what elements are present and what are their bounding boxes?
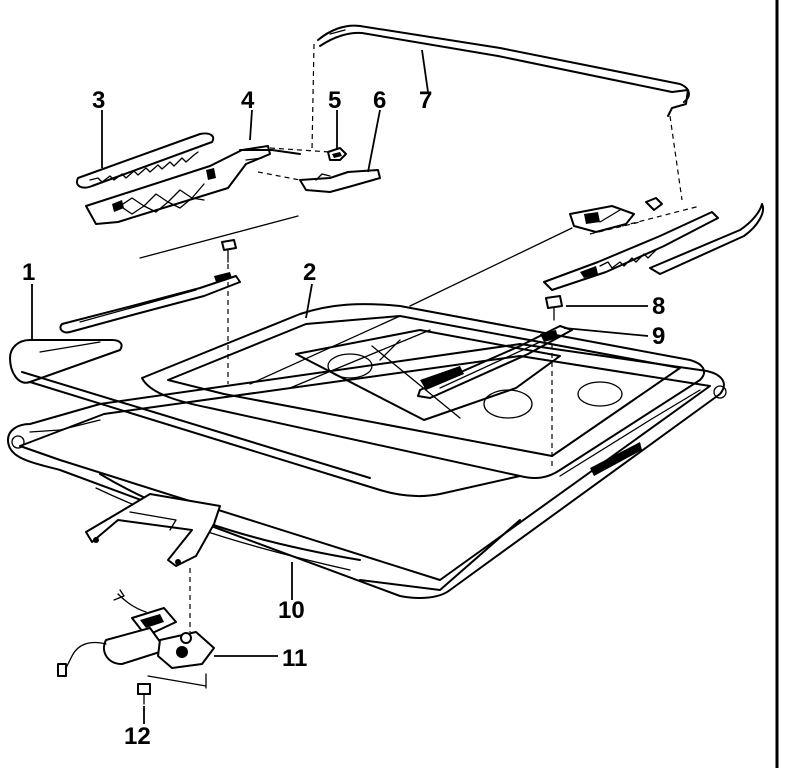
part-9-right-rail [417,325,573,470]
left-slide-rail [59,272,241,334]
right-cable-line [409,227,573,307]
part-8-screw [545,295,563,321]
callout-12: 12 [124,723,151,750]
part-4-left-carriage [85,145,301,225]
part-3-left-guide [76,132,215,189]
left-rail-screw [221,239,237,384]
left-cable-line [139,215,299,259]
part-7-front-rail [311,24,690,201]
callout-3: 3 [92,87,105,114]
callout-labels: 1 2 3 4 5 6 7 8 9 10 11 12 [22,87,665,750]
right-guide-assembly [543,197,764,291]
callout-8: 8 [652,293,665,320]
part-12-bolt [137,683,151,705]
callout-1: 1 [22,259,35,286]
part-11-drive-motor [57,589,215,689]
part-1-seal-frame [9,339,521,498]
callout-5: 5 [328,87,341,114]
leader-lines [31,49,649,724]
callout-10: 10 [278,597,305,624]
part-10-roof-housing [7,343,727,599]
part-5-nut [327,147,347,161]
callout-2: 2 [303,259,316,286]
callout-4: 4 [241,87,255,114]
callout-9: 9 [652,323,665,350]
callout-11: 11 [282,645,307,672]
callout-6: 6 [373,87,386,114]
part-6-bracket [257,147,381,193]
callout-7: 7 [419,87,432,114]
motor-mounting-plate [85,493,221,632]
